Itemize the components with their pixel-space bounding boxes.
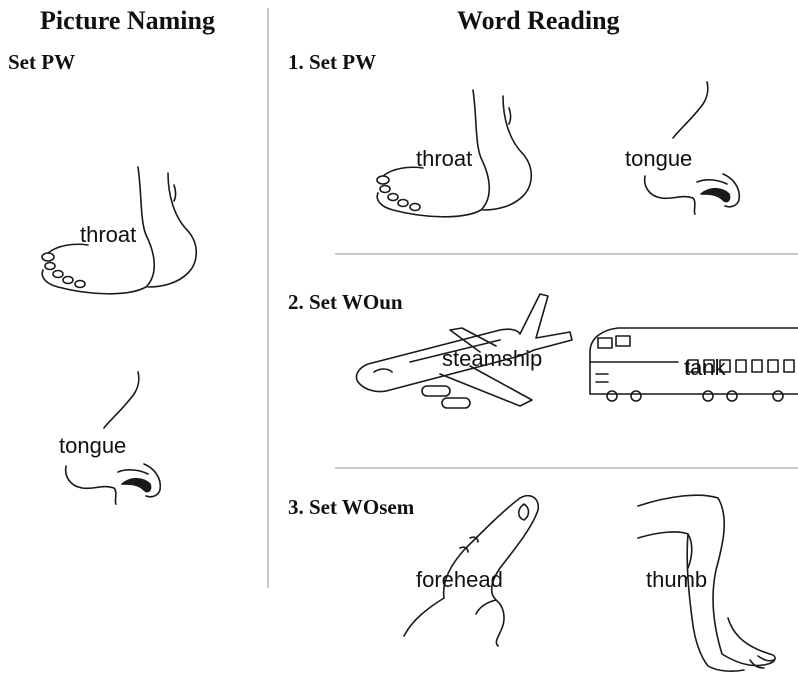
word-reading-title: Word Reading <box>457 6 620 36</box>
set-divider-2 <box>335 467 798 469</box>
set-divider-1 <box>335 253 798 255</box>
set-2-word-2: tank <box>684 355 726 381</box>
set-3-word-2: thumb <box>646 567 707 593</box>
picture-naming-title: Picture Naming <box>40 6 215 36</box>
left-set-label: Set PW <box>8 50 75 75</box>
set-1-label: 1. Set PW <box>288 50 376 75</box>
left-word-1: throat <box>80 222 136 248</box>
left-word-2: tongue <box>59 433 126 459</box>
set-2-word-1: steamship <box>442 346 542 372</box>
column-divider <box>267 8 269 588</box>
set-1-word-2: tongue <box>625 146 692 172</box>
set-1-word-1: throat <box>416 146 472 172</box>
set-3-word-1: forehead <box>416 567 503 593</box>
